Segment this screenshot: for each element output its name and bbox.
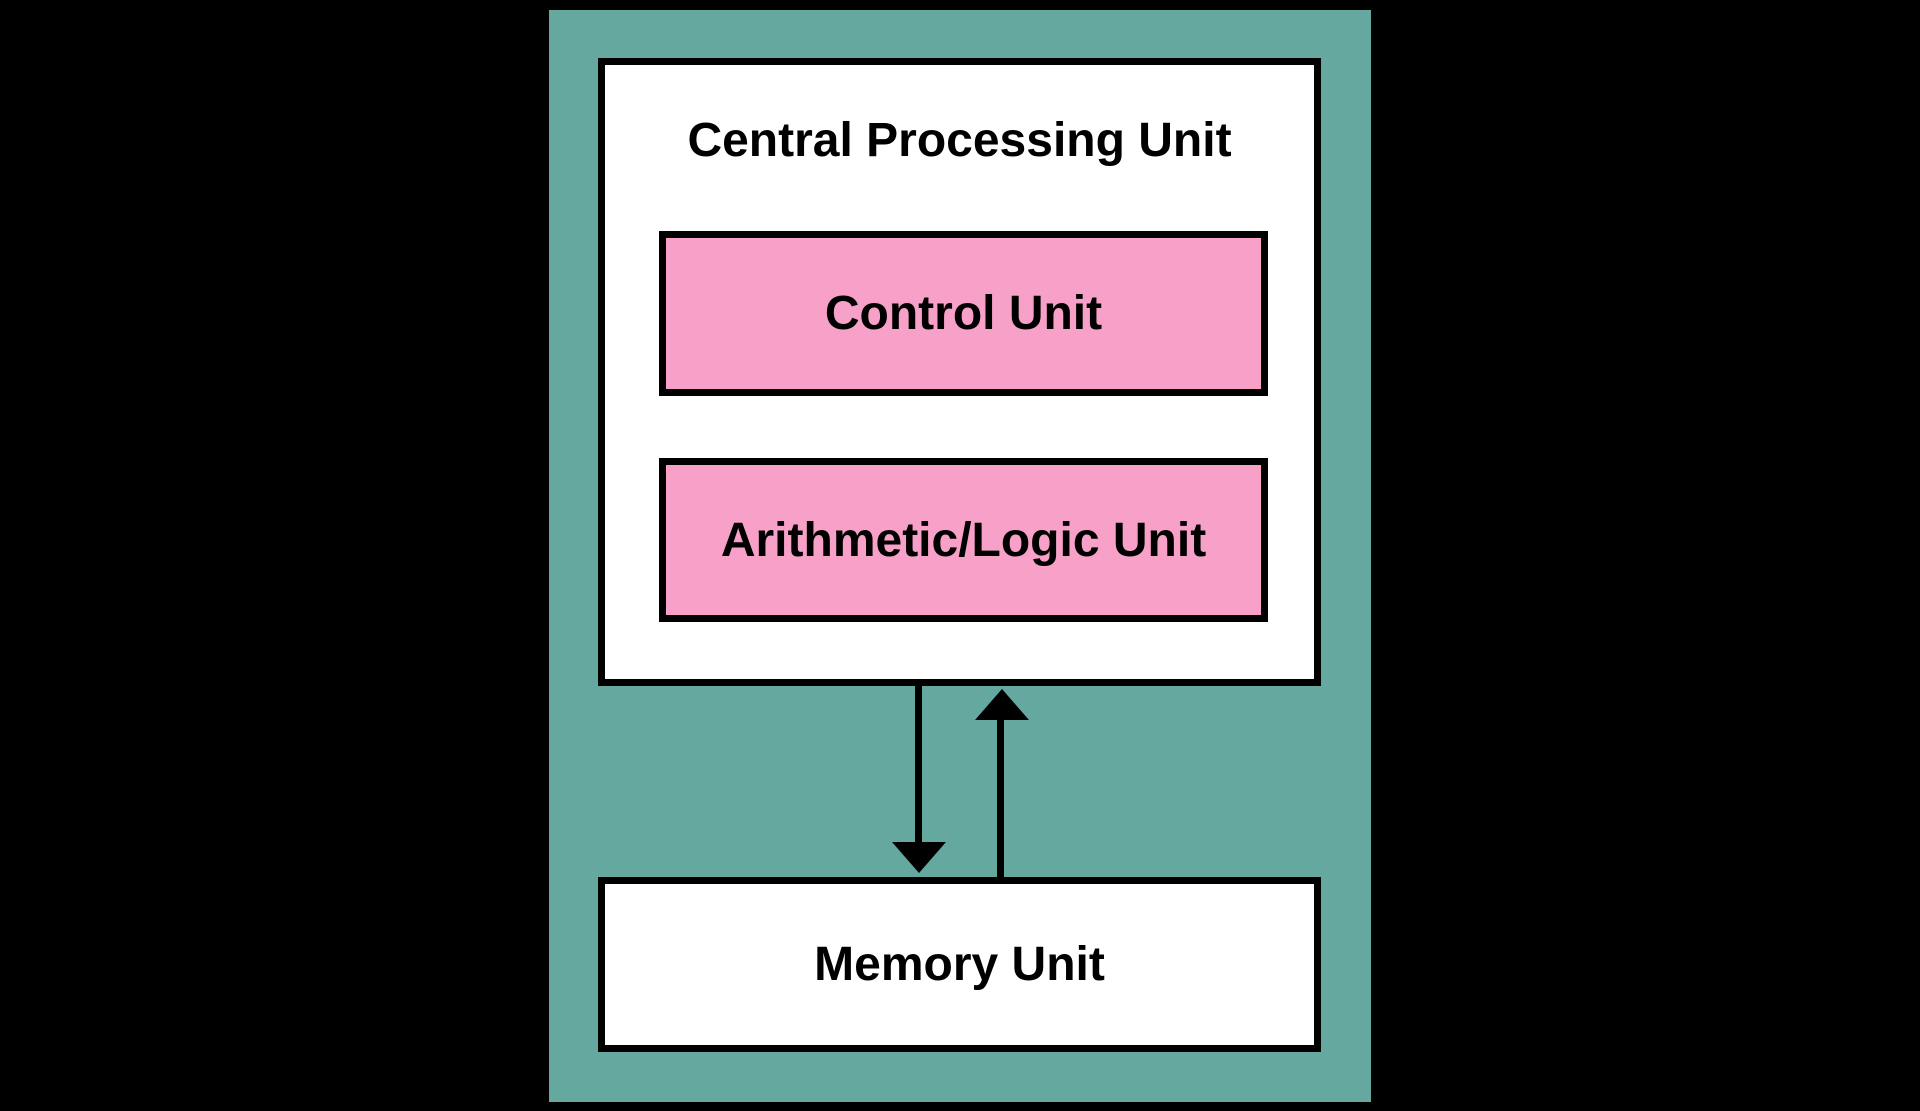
memory-unit-box: Memory Unit <box>598 877 1321 1052</box>
cpu-title: Central Processing Unit <box>687 114 1232 167</box>
arrow-cpu-to-memory-head-icon <box>892 842 946 873</box>
arithmetic-logic-unit-box: Arithmetic/Logic Unit <box>659 458 1268 622</box>
arrow-memory-to-cpu-line <box>997 720 1004 877</box>
arrow-memory-to-cpu-head-icon <box>975 689 1029 720</box>
memory-unit-label: Memory Unit <box>814 938 1105 991</box>
arrow-cpu-to-memory-line <box>915 686 922 842</box>
control-unit-label: Control Unit <box>824 287 1103 340</box>
arithmetic-logic-unit-label: Arithmetic/Logic Unit <box>720 513 1207 567</box>
control-unit-box: Control Unit <box>659 231 1268 396</box>
